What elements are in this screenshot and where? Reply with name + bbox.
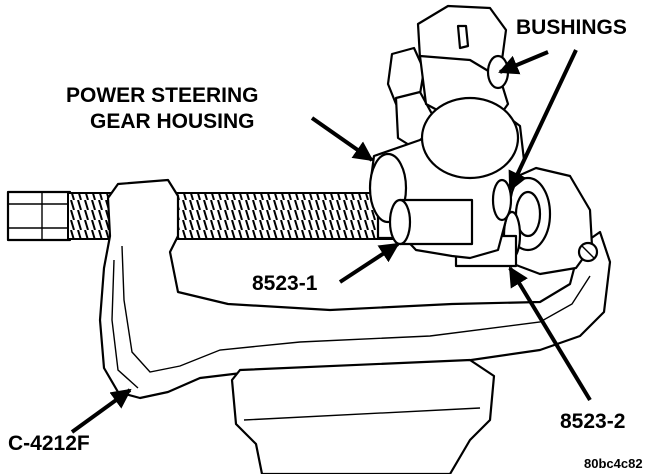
leader-arrows	[70, 49, 592, 434]
label-8523-1: 8523-1	[252, 272, 318, 295]
gear-housing	[368, 4, 526, 260]
arrow-8523-2	[508, 266, 592, 402]
arrow-bushings-upper	[498, 50, 549, 75]
label-bushings: BUSHINGS	[516, 16, 627, 39]
arrow-8523-1	[338, 242, 400, 284]
label-c-4212f: C-4212F	[8, 432, 90, 455]
press-end-cap	[496, 166, 599, 276]
arrow-c-4212f	[70, 388, 132, 434]
figure-code: 80bc4c82	[584, 456, 643, 471]
c-clamp-press	[6, 178, 612, 474]
arrow-gear-housing	[310, 116, 374, 162]
label-8523-2: 8523-2	[560, 410, 625, 433]
label-housing-line1: POWER STEERING	[66, 84, 259, 107]
arrow-bushings-lower	[508, 49, 578, 192]
label-housing-line2: GEAR HOUSING	[90, 110, 255, 133]
